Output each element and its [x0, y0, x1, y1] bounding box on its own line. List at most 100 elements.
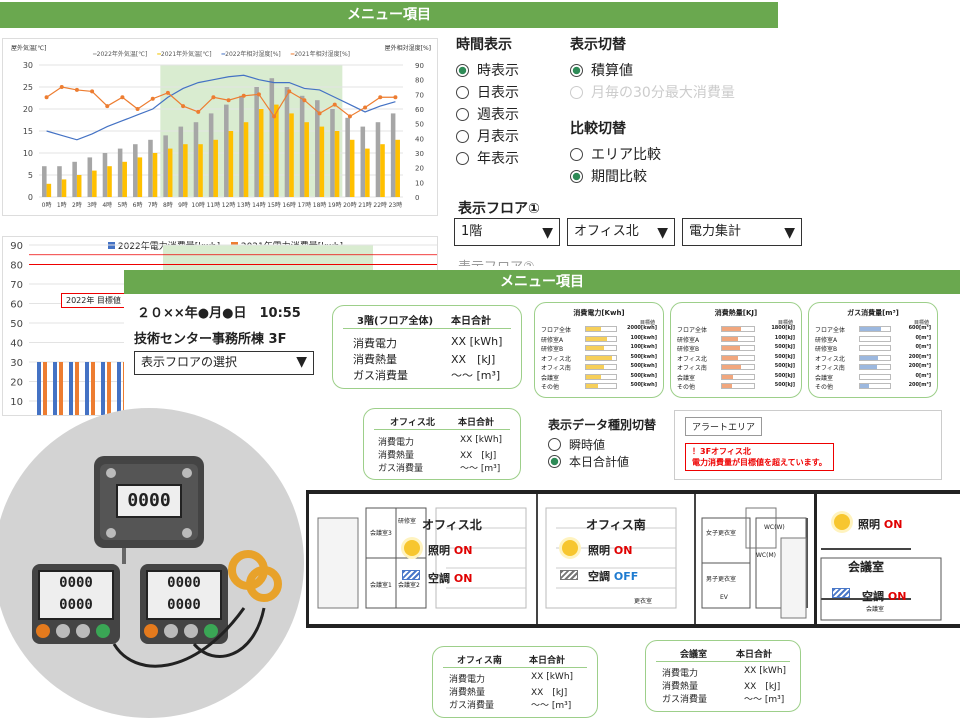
- time-display-option-3[interactable]: 月表示: [456, 126, 519, 148]
- radio-instant[interactable]: [548, 438, 561, 451]
- time-display-option-0[interactable]: 時表示: [456, 60, 519, 82]
- label-kenshu: 研修室: [398, 518, 417, 525]
- mode-select[interactable]: 電力集計▼: [682, 218, 802, 246]
- meeting-ac-row[interactable]: 空調 ON: [862, 588, 906, 604]
- meter-row-label: オフィス北: [815, 355, 845, 363]
- meeting-light-row[interactable]: 照明 ON: [858, 516, 902, 532]
- legend-2022-hum: 2022年相対湿度[%]: [225, 51, 281, 58]
- meter-right: 0000 0000: [140, 564, 228, 644]
- meter-row-label: 研修室B: [815, 346, 838, 353]
- meter-row-target: 2000[kwh]: [627, 325, 657, 331]
- bar-2021: [91, 362, 95, 415]
- room-meeting[interactable]: 会議室: [848, 560, 885, 574]
- bar-2022: [72, 161, 77, 197]
- north-ac-row[interactable]: 空調 ON: [428, 570, 472, 586]
- south-light-row[interactable]: 照明 ON: [588, 542, 632, 558]
- office-south-box-title: オフィス南: [457, 656, 502, 666]
- line-point: [302, 98, 307, 103]
- bar-2021: [167, 148, 173, 197]
- display-option-cumulative[interactable]: 積算値: [570, 60, 735, 82]
- meter-row-fill: [586, 346, 604, 350]
- bar-2022: [42, 166, 47, 197]
- meter-row-label: 会議室: [541, 374, 560, 382]
- north-light-row[interactable]: 照明 ON: [428, 542, 472, 558]
- x-tick: 23時: [389, 201, 403, 209]
- time-display-radio-0[interactable]: [456, 64, 469, 77]
- x-tick: 10時: [191, 201, 205, 209]
- cable-lines: [112, 548, 266, 668]
- x-tick: 16時: [282, 201, 296, 209]
- label-area-compare: エリア比較: [591, 147, 661, 163]
- summary-value: XX [kWh]: [451, 335, 503, 348]
- y-tick-left: 0: [28, 193, 33, 202]
- meeting-box-subtitle: 本日合計: [736, 650, 773, 660]
- y-tick: 90: [10, 241, 23, 252]
- radio-area-compare[interactable]: [570, 148, 583, 161]
- radio-period-compare[interactable]: [570, 170, 583, 183]
- summary-value: XX [kWh]: [460, 435, 503, 445]
- y-tick-right: 30: [415, 150, 424, 158]
- line-point: [226, 98, 231, 103]
- main-floor-select[interactable]: 表示フロアの選択▼: [134, 351, 314, 375]
- radio-max30[interactable]: [570, 86, 583, 99]
- time-display-option-4[interactable]: 年表示: [456, 148, 519, 170]
- x-tick: 6時: [133, 201, 143, 209]
- alert-message[interactable]: ！3Fオフィス北 電力消費量が目標値を超えています。: [685, 443, 834, 471]
- time-display-radio-3[interactable]: [456, 130, 469, 143]
- bar-2021: [243, 122, 249, 197]
- north-light-state: ON: [453, 544, 473, 557]
- time-display-radio-4[interactable]: [456, 152, 469, 165]
- label-kaigi: 会議室: [866, 606, 885, 613]
- room-office-south[interactable]: オフィス南: [586, 518, 646, 532]
- y-tick-left: 10: [23, 149, 33, 158]
- time-display-radio-2[interactable]: [456, 108, 469, 121]
- y-tick-right: 40: [415, 135, 424, 143]
- time-display-option-2[interactable]: 週表示: [456, 104, 519, 126]
- time-display-radio-1[interactable]: [456, 86, 469, 99]
- radio-daily[interactable]: [548, 455, 561, 468]
- south-light-state: ON: [613, 544, 633, 557]
- meter-display: 0000: [116, 484, 182, 518]
- meter-row-label: オフィス南: [541, 365, 571, 372]
- display-option-max30[interactable]: 月毎の30分最大消費量: [570, 82, 735, 104]
- meter-row-bar: [721, 345, 755, 351]
- south-ac-label: 空調: [588, 570, 610, 583]
- south-ac-state: OFF: [613, 570, 639, 583]
- light-bulb-icon: [834, 514, 850, 530]
- meter-row-fill: [722, 327, 742, 331]
- line-0: [46, 74, 396, 141]
- data-option-instant[interactable]: 瞬時値: [548, 437, 656, 454]
- radio-cumulative[interactable]: [570, 64, 583, 77]
- data-option-daily[interactable]: 本日合計値: [548, 454, 656, 471]
- summary-value: XX [kJ]: [744, 682, 781, 692]
- meter-top: 0000: [94, 456, 204, 548]
- meter-right-value-1: 0000: [167, 575, 201, 591]
- floor-display-heading: 表示フロア①: [458, 201, 540, 217]
- bar-2021: [107, 362, 111, 415]
- meter-row-label: フロア全体: [815, 327, 846, 334]
- display-switch-group: 表示切替 積算値 月毎の30分最大消費量 比較切替 エリア比較 期間比較: [570, 34, 735, 188]
- bar-2022: [208, 113, 214, 197]
- floor-select[interactable]: 1階▼: [454, 218, 560, 246]
- label-cumulative: 積算値: [591, 63, 633, 79]
- meter-row-target: 100[kwh]: [630, 344, 657, 350]
- line-point: [196, 109, 201, 114]
- label-danshi: 男子更衣室: [706, 576, 737, 583]
- bar-2021: [107, 166, 112, 197]
- meter-row-bar: [585, 345, 617, 351]
- room-office-north[interactable]: オフィス北: [422, 518, 482, 532]
- time-display-label-3: 月表示: [477, 129, 519, 145]
- compare-option-area[interactable]: エリア比較: [570, 144, 735, 166]
- area-select[interactable]: オフィス北▼: [567, 218, 675, 246]
- south-ac-row[interactable]: 空調 OFF: [588, 568, 638, 584]
- bar-2021: [46, 183, 52, 197]
- meter-panel-title: ガス消費量[m³]: [847, 309, 899, 317]
- time-display-option-1[interactable]: 日表示: [456, 82, 519, 104]
- bar-2022: [133, 144, 138, 197]
- bar-2021: [92, 170, 97, 197]
- bar-2022: [299, 95, 305, 197]
- compare-option-period[interactable]: 期間比較: [570, 166, 735, 188]
